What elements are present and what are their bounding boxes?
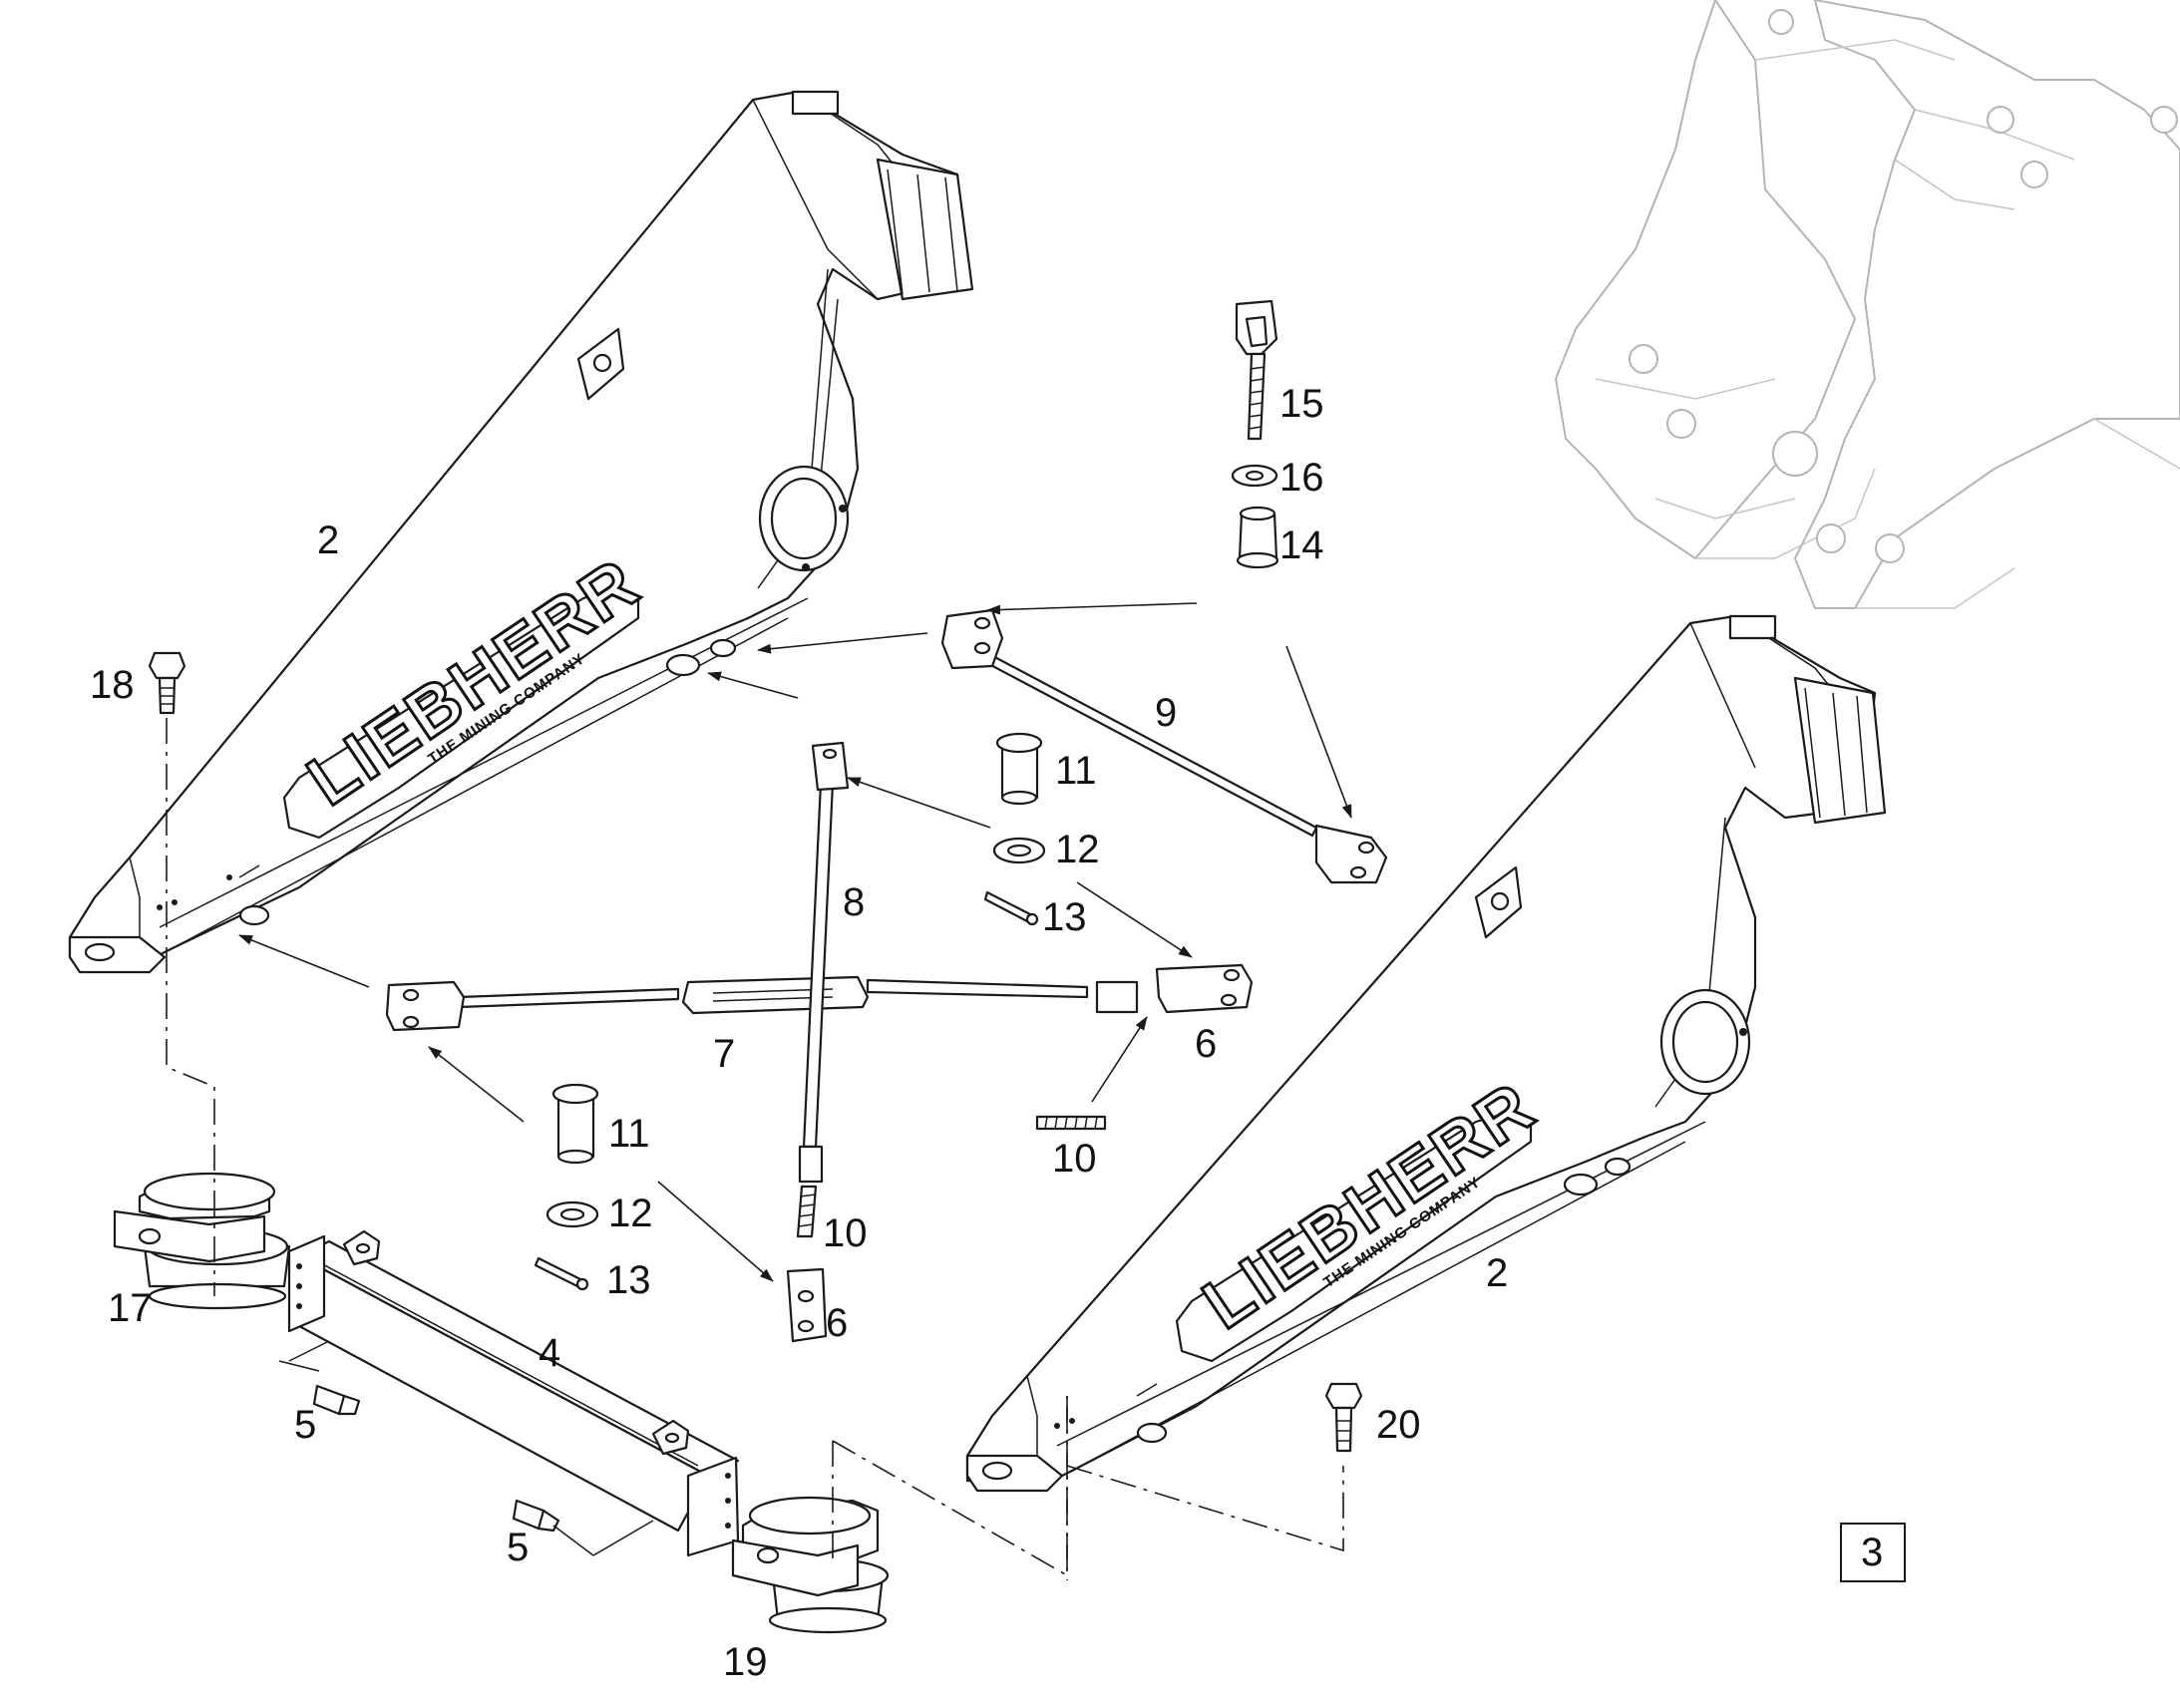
callout-7: 7 [713, 1032, 735, 1076]
callout-15: 15 [1279, 382, 1324, 426]
callout-13-right: 13 [1042, 895, 1087, 939]
callout-4: 4 [539, 1331, 560, 1375]
callout-2-left: 2 [317, 518, 339, 562]
callout-2-right: 2 [1486, 1251, 1508, 1295]
callout-14: 14 [1279, 523, 1324, 567]
hardware-small-parts [148, 299, 1363, 1533]
callout-9: 9 [1155, 691, 1177, 735]
callout-12-right: 12 [1055, 828, 1100, 871]
callout-12-left: 12 [608, 1192, 653, 1235]
leader-lines [238, 602, 1352, 1556]
sheet-number-box: 3 [1840, 1523, 1906, 1582]
callout-8: 8 [843, 880, 865, 924]
left-boom-arm: LIEBHERR THE MINING COMPANY [68, 90, 974, 974]
assembly-centerlines [166, 718, 1344, 1580]
callout-13-left: 13 [606, 1258, 651, 1302]
callout-labels: 2 2 4 5 5 6 6 7 8 9 10 10 11 11 12 12 13… [90, 382, 1508, 1684]
callout-17: 17 [108, 1286, 153, 1330]
tie-rod-assembly [385, 608, 1388, 1343]
callout-10-rod: 10 [823, 1211, 868, 1255]
callout-18: 18 [90, 663, 135, 707]
ghost-machine-frame [1555, 0, 2180, 609]
callout-5-lower: 5 [507, 1526, 529, 1569]
callout-6-right: 6 [1195, 1022, 1217, 1066]
callout-6-bottom: 6 [826, 1301, 848, 1345]
crossbeam-and-pedestals [113, 1172, 890, 1634]
callout-10-loose: 10 [1052, 1137, 1097, 1181]
callout-20: 20 [1376, 1403, 1421, 1447]
callout-11-left: 11 [608, 1112, 650, 1156]
callout-11-right: 11 [1055, 749, 1097, 793]
sheet-number: 3 [1861, 1531, 1883, 1574]
callout-16: 16 [1279, 456, 1324, 500]
callout-5-upper: 5 [294, 1403, 316, 1447]
right-boom-arm: LIEBHERR THE MINING COMPANY [965, 614, 1887, 1493]
callout-19: 19 [723, 1640, 768, 1684]
